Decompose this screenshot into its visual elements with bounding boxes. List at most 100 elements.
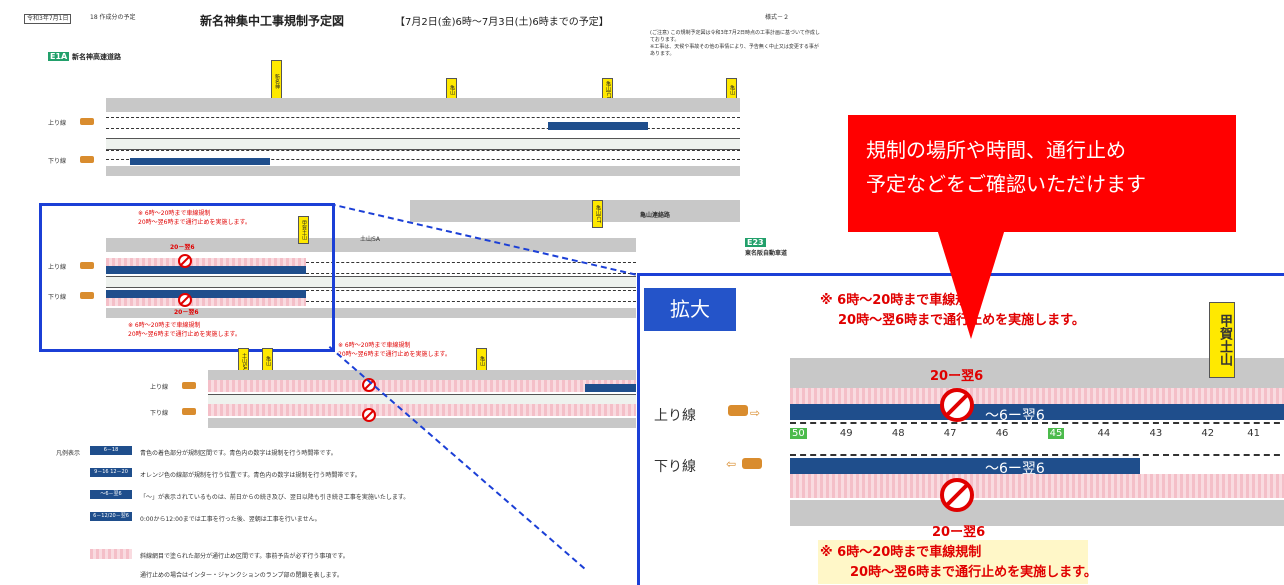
link-road-band — [410, 200, 740, 222]
closure-band — [208, 380, 636, 392]
restriction-bar — [130, 158, 270, 165]
small-time-top: 20－翌6 — [170, 244, 195, 251]
car-icon — [182, 408, 196, 415]
zoom-time-top: 20ー翌6 — [930, 369, 984, 384]
no-entry-icon — [178, 254, 192, 268]
car-icon — [80, 292, 94, 299]
car-icon — [80, 118, 94, 125]
mid-road-band — [106, 238, 636, 252]
zoom-blue-up: ～6ー翌6 — [985, 408, 1045, 424]
ic-marker-1: 新名神 — [271, 60, 282, 102]
zoom-up-label: 上り線 — [654, 408, 696, 424]
lower-road-band-bottom — [208, 418, 636, 428]
legend-box-2: 9－16 12－20 — [90, 468, 132, 477]
zoom-note-bottom-2: 20時～翌6時まで通行止めを実施します。 — [850, 565, 1097, 580]
no-entry-icon — [362, 378, 376, 392]
kp-label: 41 — [1247, 428, 1261, 439]
period-label: 【7月2日(金)6時～7月3日(土)6時までの予定】 — [395, 17, 609, 28]
kp-label: 44 — [1097, 428, 1111, 439]
small-note-top-1: ※ 6時～20時まで車線規制 — [138, 210, 211, 217]
down-lane-mid — [306, 290, 636, 302]
arrow-right-icon: ⇨ — [750, 406, 761, 420]
no-entry-icon — [178, 293, 192, 307]
kp-start: 50 — [790, 428, 807, 439]
date-badge: 令和3年7月1日 — [24, 14, 72, 24]
small-note-bottom-1: ※ 6時～20時まで車線規制 — [128, 322, 201, 329]
zoom-ic-marker: 甲賀土山 — [1209, 302, 1235, 378]
page-label: 様式－２ — [765, 14, 790, 21]
restriction-bar — [106, 290, 306, 298]
restriction-bar — [585, 384, 636, 392]
kp-label: 47 — [943, 428, 957, 439]
car-icon — [80, 156, 94, 163]
route-code-e23: E23 — [745, 238, 766, 247]
zoom-blue-down: ～6ー翌6 — [985, 461, 1045, 477]
zoom-down-label: 下り線 — [654, 459, 696, 475]
mid-road-band-lower — [106, 308, 636, 318]
kp-label: 49 — [839, 428, 853, 439]
down-label-lower: 下り線 — [150, 410, 169, 417]
zoom-note-bg — [818, 540, 1088, 584]
no-entry-icon — [362, 408, 376, 422]
route-code-e1a: E1A — [48, 52, 70, 61]
note-block: (ご注意) この規制予定図は令和3年7月2日時点の工事計画に基づいて作成しており… — [650, 30, 820, 58]
legend-box-5 — [90, 549, 132, 559]
car-icon — [182, 382, 196, 389]
zoom-restriction-down — [790, 458, 1140, 474]
ic-marker-jct: 亀山JCT — [592, 200, 603, 228]
restriction-bar — [106, 266, 306, 274]
small-note-bottom-2: 20時～翌6時まで通行止めを実施します。 — [128, 331, 241, 338]
zoom-time-bottom: 20ー翌6 — [932, 525, 986, 540]
closure-band — [106, 258, 306, 266]
zoom-kilopost-labels: 50 49 48 47 46 45 44 43 42 41 — [790, 428, 1284, 446]
ic-marker-koka: 甲賀土山 — [298, 216, 309, 244]
sa-label: 土山SA — [360, 236, 381, 243]
no-entry-icon — [940, 478, 974, 512]
callout-box: 規制の場所や時間、通行止め 予定などをご確認いただけます — [848, 115, 1236, 232]
note-line-1: (ご注意) この規制予定図は令和3年7月2日時点の工事計画に基づいて作成しており… — [650, 30, 820, 43]
kp-label: 42 — [1201, 428, 1215, 439]
zoom-road-band-bottom — [790, 500, 1284, 526]
kp-label: 43 — [1149, 428, 1163, 439]
kp-label: 46 — [995, 428, 1009, 439]
up-label-mid: 上り線 — [48, 264, 67, 271]
lower-road-band — [106, 166, 740, 176]
small-time-bottom: 20－翌6 — [174, 309, 199, 316]
kp-label: 48 — [891, 428, 905, 439]
doc-label: 18 作成分の予定 — [90, 14, 136, 21]
closure-band — [106, 298, 306, 306]
upper-road-band — [106, 98, 740, 112]
arrow-left-icon: ⇦ — [726, 457, 737, 471]
legend-heading: 凡例表示 — [56, 450, 81, 457]
up-lane-mid — [306, 262, 636, 274]
up-label-lower: 上り線 — [150, 384, 169, 391]
zoom-note-bottom-1: ※ 6時～20時まで車線規制 — [820, 545, 982, 560]
zoom-restriction-up — [790, 404, 1284, 420]
callout-line-2: 予定などをご確認いただけます — [866, 172, 1146, 196]
legend-text-4: 0:00から12:00までは工事を行った後、翌朝は工事を行いません。 — [140, 516, 321, 523]
zoom-closure-down — [790, 474, 1284, 498]
car-icon — [80, 262, 94, 269]
lower-note-1: ※ 6時～20時まで車線規制 — [338, 342, 411, 349]
kilopost-strip — [106, 138, 740, 150]
zoom-kilopost-strip — [790, 422, 1284, 456]
legend-box-1: 6－18 — [90, 446, 132, 455]
route-name-e23: 東名阪自動車道 — [745, 250, 788, 257]
page-title: 新名神集中工事規制予定図 — [200, 14, 345, 28]
legend-text-2: オレンジ色の線部が規制を行う位置です。青色内の数字は規制を行う時間帯です。 — [140, 472, 361, 479]
zoom-label: 拡大 — [644, 288, 736, 331]
car-icon — [742, 458, 762, 469]
lower-road-band-top — [208, 370, 636, 380]
up-label-top: 上り線 — [48, 120, 67, 127]
zoom-road-band-top — [790, 358, 1284, 388]
lower-note-2: 20時～翌6時まで通行止めを実施します。 — [338, 351, 451, 358]
legend-box-3: ～6－翌6 — [90, 490, 132, 499]
car-icon — [728, 405, 748, 416]
closure-band — [208, 404, 636, 416]
small-note-top-2: 20時～翌6時まで通行止めを実施します。 — [138, 219, 251, 226]
callout-pointer — [937, 229, 1005, 339]
kameyama-link-label: 亀山連絡路 — [640, 212, 671, 219]
restriction-bar — [548, 122, 648, 130]
legend-box-4: 6－12/20－翌6 — [90, 512, 132, 521]
down-label-mid: 下り線 — [48, 294, 67, 301]
